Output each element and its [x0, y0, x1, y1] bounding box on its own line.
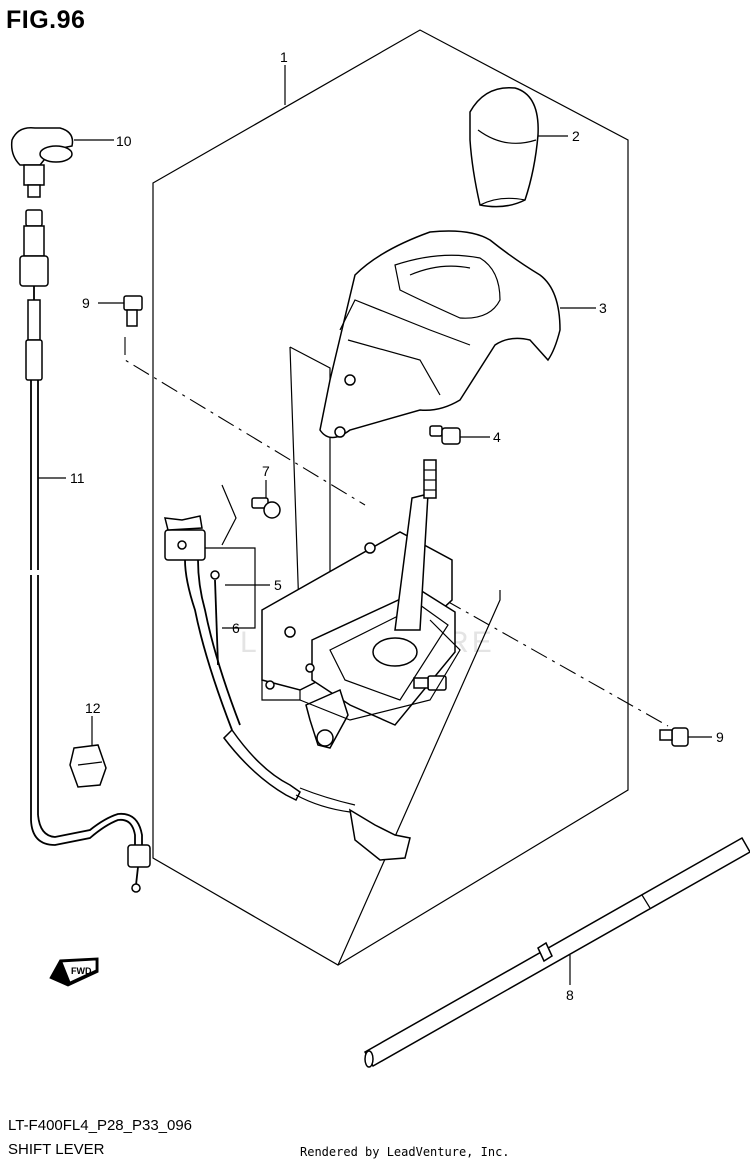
callout-10: 10	[116, 133, 132, 149]
figure-title: FIG.96	[6, 6, 86, 34]
fwd-arrow-icon: FWD	[49, 957, 99, 987]
callout-6: 6	[232, 620, 240, 636]
callout-11: 11	[70, 470, 85, 486]
shift-knob	[469, 86, 539, 208]
cable-clamp	[69, 744, 107, 788]
cable-end-switch	[10, 127, 74, 198]
callout-7: 7	[262, 463, 270, 479]
alignment-line-bolt9-right	[444, 599, 669, 727]
callout-12: 12	[85, 700, 101, 716]
callout-2: 2	[572, 128, 580, 144]
model-code: LT-F400FL4_P28_P33_096	[8, 1117, 193, 1134]
callout-9-left: 9	[82, 295, 90, 311]
callout-3: 3	[599, 300, 607, 316]
leader-5-top	[205, 547, 270, 586]
callout-5: 5	[274, 577, 282, 593]
cable-tie	[210, 570, 220, 666]
shift-rod	[363, 836, 750, 1068]
alignment-line-bolt9-left	[124, 337, 366, 506]
rendered-by-credit: Rendered by LeadVenture, Inc.	[300, 1145, 510, 1159]
bolt-4	[429, 425, 461, 445]
leader-5-bottom	[222, 584, 256, 629]
bolt-9-left	[123, 295, 143, 327]
alignment-outline-screw	[221, 484, 237, 546]
callout-4: 4	[493, 429, 501, 445]
shift-lever-base	[261, 459, 461, 749]
assembly-frame	[152, 29, 629, 966]
callout-9-right: 9	[716, 729, 724, 745]
callout-8: 8	[566, 987, 574, 1003]
fwd-label: FWD	[71, 966, 92, 976]
screw-7	[251, 497, 281, 519]
shift-cable	[19, 209, 151, 893]
switch-assembly	[164, 515, 411, 861]
figure-name: SHIFT LEVER	[8, 1141, 105, 1158]
bolt-9-right	[659, 727, 689, 747]
lever-cover	[319, 230, 561, 439]
callout-1: 1	[280, 49, 288, 65]
